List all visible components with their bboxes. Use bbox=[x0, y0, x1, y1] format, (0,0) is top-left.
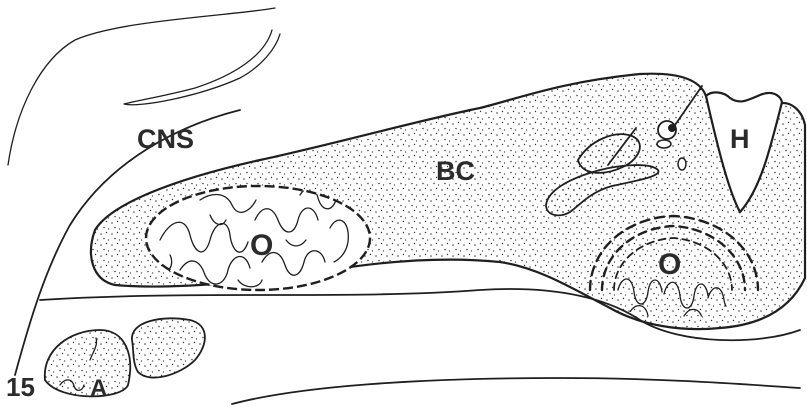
figure-number: 15 bbox=[6, 372, 35, 402]
left-o-cluster: O bbox=[146, 186, 370, 290]
cns-inner-fold bbox=[124, 30, 280, 105]
bottom-contour bbox=[232, 378, 800, 404]
left-o-label: O bbox=[250, 229, 273, 262]
small-body-mid bbox=[657, 140, 671, 148]
a-label: A bbox=[90, 375, 107, 402]
small-body-low bbox=[678, 158, 686, 170]
stippled-island-a bbox=[45, 330, 130, 396]
cns-label: CNS bbox=[137, 124, 194, 154]
right-o-label: O bbox=[658, 248, 681, 281]
bc-label: BC bbox=[436, 156, 475, 186]
h-label: H bbox=[730, 124, 750, 154]
stippled-island-right bbox=[132, 318, 205, 377]
